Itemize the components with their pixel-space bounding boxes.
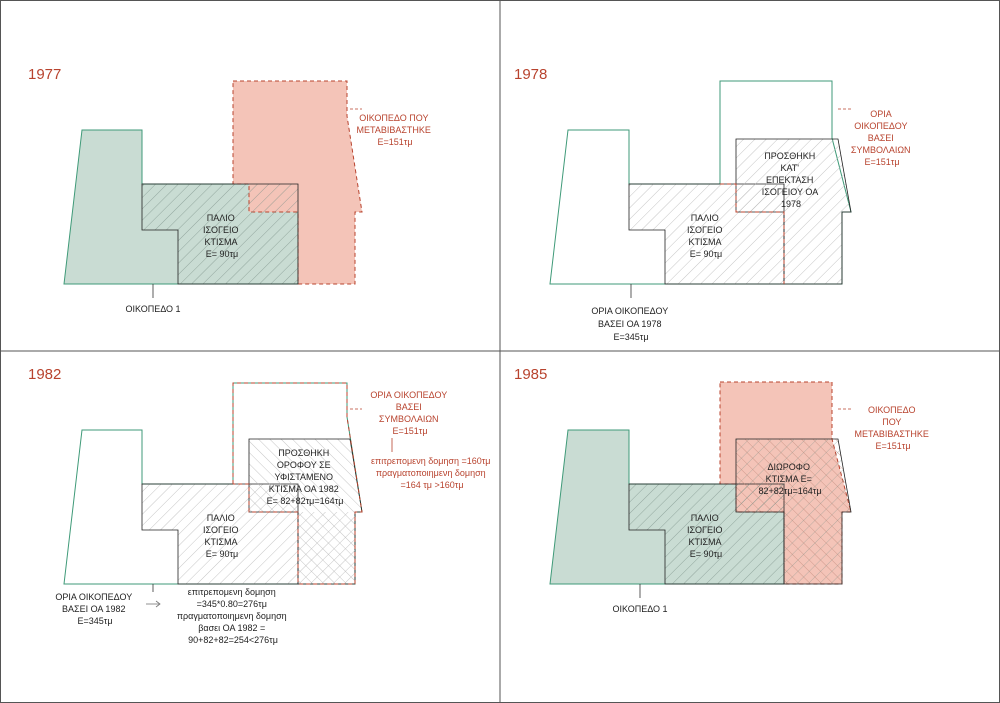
old-building-shape: [141, 183, 299, 285]
year-label: 1982: [28, 366, 61, 383]
two-storey-crosshatch: [736, 439, 851, 584]
addition-label: ΠΡΟΣΘΗΚΗ ΟΡΟΦΟΥ ΣΕ ΥΦΙΣΤΑΜΕΝΟ ΚΤΙΣΜΑ ΟΑ …: [267, 448, 344, 506]
addition-1982-crosshatch: [298, 512, 355, 584]
plot-label: ΟΙΚΟΠΕΔΟ 1: [125, 304, 180, 314]
transferred-plot-label: ΟΙΚΟΠΕΔΟ ΠΟΥ ΜΕΤΑΒΙΒΑΣΤΗΚΕ Ε=151τμ: [357, 113, 434, 147]
contract-limits-label: ΟΡΙΑ ΟΙΚΟΠΕΔΟΥ ΒΑΣΕΙ ΣΥΜΒΟΛΑΙΩΝ Ε=151τμ: [370, 390, 449, 436]
panel-1985: 1985 ΠΑΛΙΟ ΙΣΟΓΕΙΟ ΚΤΙΣΜΑ Ε= 90τμ ΔΙΩΡΟΦ…: [514, 366, 932, 614]
contract-limits-line: [720, 183, 785, 284]
year-label: 1977: [28, 66, 61, 83]
year-label: 1985: [514, 366, 547, 383]
contract-build-note: επιτρεπομενη δομηση =160τμ πραγματοποιημ…: [371, 456, 493, 490]
two-storey-label: ΔΙΩΡΟΦΟ ΚΤΙΣΜΑ Ε= 82+82τμ=164τμ: [758, 462, 821, 496]
contract-limits-line: [232, 382, 363, 585]
arrow-icon: [146, 600, 161, 608]
plot-limits-label: ΟΡΙΑ ΟΙΚΟΠΕΔΟΥ ΒΑΣΕΙ ΟΑ 1978 Ε=345τμ: [591, 306, 670, 342]
plot-limits-label: ΟΡΙΑ ΟΙΚΟΠΕΔΟΥ ΒΑΣΕΙ ΟΑ 1982 Ε=345τμ: [55, 592, 134, 626]
addition-label: ΠΡΟΣΘΗΚΗ ΚΑΤ' ΕΠΕΚΤΑΣΗ ΙΣΟΓΕΙΟΥ ΟΑ 1978: [762, 151, 820, 209]
panel-1978: 1978 ΠΑΛΙΟ ΙΣΟΓΕΙΟ ΚΤΙΣΜΑ Ε= 90τμ ΠΡΟΣΘΗ…: [514, 66, 913, 342]
plot-build-note: επιτρεπομενη δομηση =345*0.80=276τμ πραγ…: [177, 587, 289, 645]
contract-limits-label: ΟΡΙΑ ΟΙΚΟΠΕΔΟΥ ΒΑΣΕΙ ΣΥΜΒΟΛΑΙΩΝ Ε=151τμ: [851, 109, 913, 167]
panel-1982: 1982 ΠΑΛΙΟ ΙΣΟΓΕΙΟ ΚΤΙΣΜΑ Ε= 90τμ ΠΡΟΣΘΗ…: [28, 366, 493, 645]
old-building-label: ΠΑΛΙΟ ΙΣΟΓΕΙΟ ΚΤΙΣΜΑ Ε= 90τμ: [203, 213, 241, 259]
plot-label: ΟΙΚΟΠΕΔΟ 1: [612, 604, 667, 614]
panel-1977: 1977 ΠΑΛΙΟ ΙΣΟΓΕΙΟ ΚΤΙΣΜΑ Ε= 90τμ ΟΙΚΟΠΕ…: [28, 66, 434, 314]
old-building-label: ΠΑΛΙΟ ΙΣΟΓΕΙΟ ΚΤΙΣΜΑ Ε= 90τμ: [687, 213, 725, 259]
old-building-label: ΠΑΛΙΟ ΙΣΟΓΕΙΟ ΚΤΙΣΜΑ Ε= 90τμ: [687, 513, 725, 559]
year-label: 1978: [514, 66, 547, 83]
old-building-label: ΠΑΛΙΟ ΙΣΟΓΕΙΟ ΚΤΙΣΜΑ Ε= 90τμ: [203, 513, 241, 559]
transferred-plot-label: ΟΙΚΟΠΕΔΟ ΠΟΥ ΜΕΤΑΒΙΒΑΣΤΗΚΕ Ε=151τμ: [855, 405, 932, 451]
